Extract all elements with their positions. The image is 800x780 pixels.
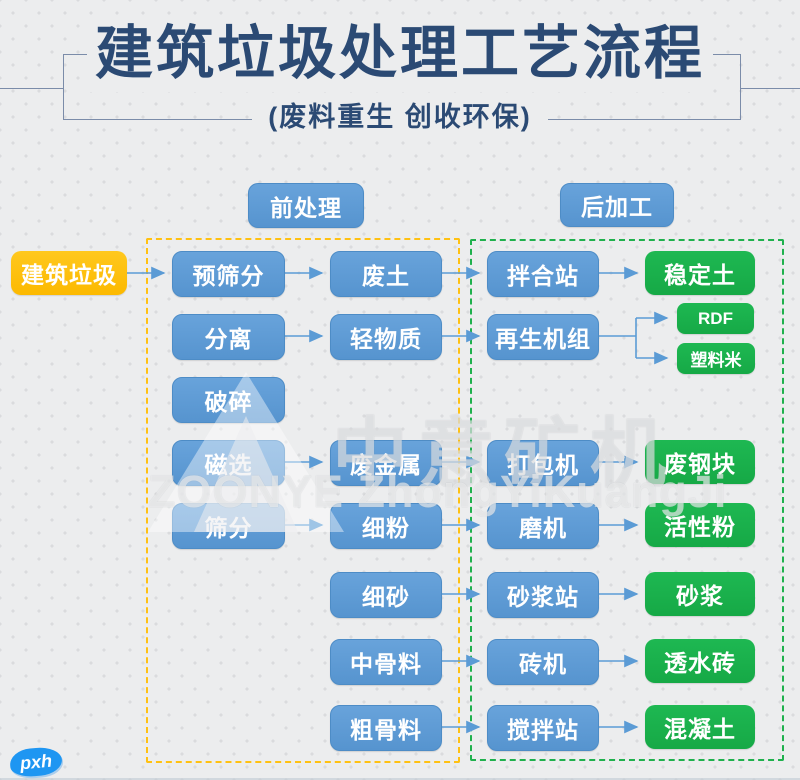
page-title: 建筑垃圾处理工艺流程	[0, 16, 800, 92]
node-coarse-aggregate: 粗骨料	[330, 705, 442, 751]
node-scrap-metal: 废金属	[330, 440, 442, 486]
bottom-edge-line	[0, 778, 800, 780]
node-active-powder: 活性粉	[645, 503, 755, 547]
node-mixing-plant: 搅拌站	[487, 705, 599, 751]
node-source: 建筑垃圾	[11, 251, 127, 295]
node-rdf: RDF	[677, 303, 754, 334]
node-stabilized-soil: 稳定土	[645, 251, 755, 295]
node-grinding-mill: 磨机	[487, 503, 599, 549]
group-box-pretreatment	[146, 238, 460, 763]
node-baler: 打包机	[487, 440, 599, 486]
section-header-postprocessing: 后加工	[560, 183, 674, 227]
node-separation: 分离	[172, 314, 285, 360]
page-subtitle-text: (废料重生 创收环保)	[252, 98, 548, 136]
node-fine-powder: 细粉	[330, 503, 442, 549]
node-mixing-station: 拌合站	[487, 251, 599, 297]
node-scrap-steel-block: 废钢块	[645, 440, 755, 484]
node-light-material: 轻物质	[330, 314, 442, 360]
node-fine-sand: 细砂	[330, 572, 442, 618]
page-subtitle: (废料重生 创收环保)	[0, 98, 800, 136]
node-mortar-station: 砂浆站	[487, 572, 599, 618]
node-plastic-pellets: 塑料米	[677, 343, 755, 374]
node-mortar: 砂浆	[645, 572, 755, 616]
node-magnetic-separation: 磁选	[172, 440, 285, 486]
pxh-sticker: pxh	[8, 745, 64, 779]
node-permeable-brick: 透水砖	[645, 639, 755, 683]
node-regeneration-unit: 再生机组	[487, 314, 599, 360]
node-pre-screening: 预筛分	[172, 251, 285, 297]
group-box-postprocessing	[470, 239, 784, 761]
node-concrete: 混凝土	[645, 705, 755, 749]
page-title-text: 建筑垃圾处理工艺流程	[86, 16, 713, 92]
title-frame-line-right	[740, 88, 800, 89]
node-medium-aggregate: 中骨料	[330, 639, 442, 685]
node-brick-machine: 砖机	[487, 639, 599, 685]
title-frame-line-left	[0, 88, 63, 89]
node-waste-soil: 废土	[330, 251, 442, 297]
section-header-pretreatment: 前处理	[248, 183, 364, 228]
node-screening: 筛分	[172, 503, 285, 549]
node-crushing: 破碎	[172, 377, 285, 423]
